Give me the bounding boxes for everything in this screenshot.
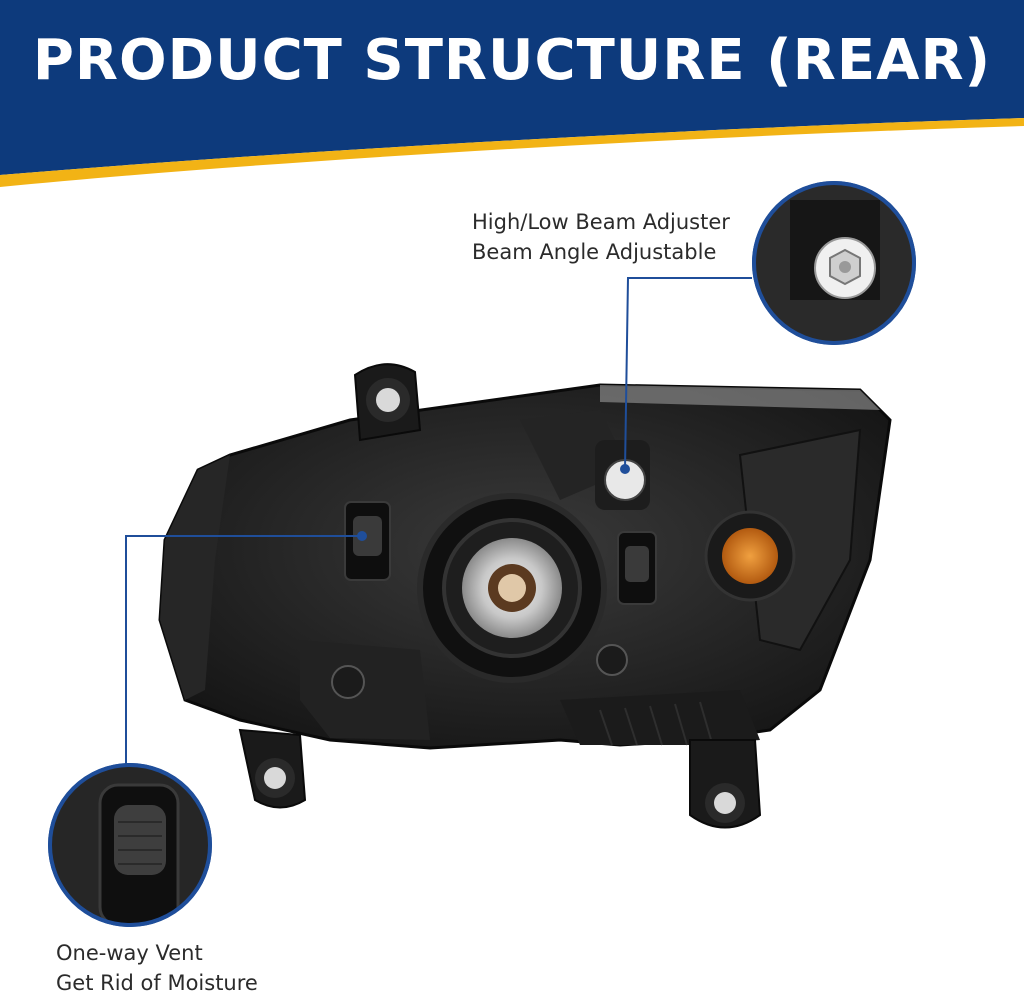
callout-lines bbox=[125, 277, 752, 770]
vent-callout-subtitle: Get Rid of Moisture bbox=[56, 971, 258, 995]
adjuster-callout-title: High/Low Beam Adjuster bbox=[472, 210, 730, 234]
header-banner bbox=[0, 0, 1024, 187]
vent-callout: One-way Vent Get Rid of Moisture bbox=[56, 938, 258, 998]
banner-background bbox=[0, 0, 1024, 175]
adjuster-zoom-image bbox=[752, 181, 916, 345]
adjuster-screw bbox=[595, 440, 650, 510]
amber-socket bbox=[704, 510, 796, 602]
banner-accent-stripe bbox=[0, 118, 1024, 187]
adjuster-callout-subtitle: Beam Angle Adjustable bbox=[472, 240, 717, 264]
adjuster-callout: High/Low Beam Adjuster Beam Angle Adjust… bbox=[472, 207, 730, 267]
vent-zoom-image bbox=[48, 763, 212, 927]
mounting-tabs bbox=[238, 363, 762, 829]
bulb-socket bbox=[417, 493, 607, 683]
headlight-housing bbox=[158, 383, 892, 750]
page-title: PRODUCT STRUCTURE (REAR) bbox=[32, 28, 992, 93]
vent-callout-title: One-way Vent bbox=[56, 941, 203, 965]
vent-on-housing bbox=[344, 501, 657, 605]
